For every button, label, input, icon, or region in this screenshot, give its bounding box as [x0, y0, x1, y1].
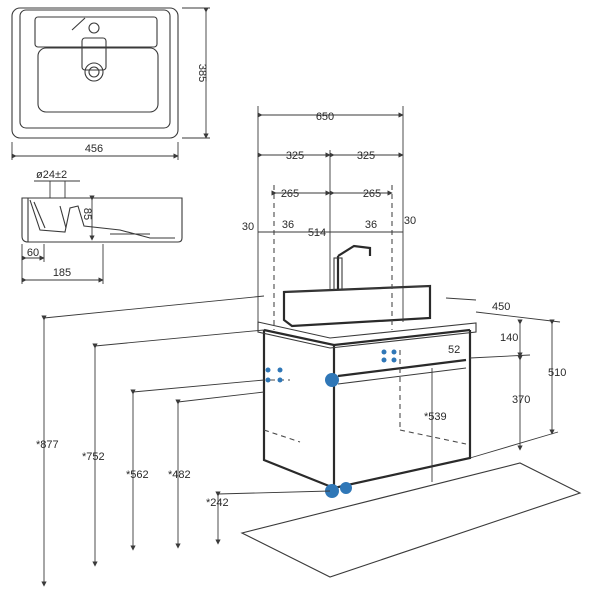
dim-right-325: 325 — [357, 150, 375, 162]
dim-482: *482 — [168, 469, 191, 481]
dim-left-325: 325 — [286, 150, 304, 162]
mount-point-lower-right — [340, 482, 352, 494]
dim-right-30: 30 — [404, 215, 416, 227]
dim-depth-450: 450 — [492, 301, 510, 313]
dim-877: *877 — [36, 439, 59, 451]
dim-752: *752 — [82, 451, 105, 463]
dim-140: 140 — [500, 332, 518, 344]
basin-width-label: 456 — [85, 143, 103, 155]
cabinet-drawing: 650 325 325 265 265 30 36 514 36 30 450 … — [36, 106, 582, 587]
basin-section-view: ø24±2 85 60 185 — [21, 169, 183, 284]
mount-point-lower-left — [325, 484, 339, 498]
dim-514: 514 — [308, 227, 326, 239]
dim-left-265: 265 — [281, 188, 299, 200]
section-depth-label: 185 — [53, 267, 71, 279]
dim-left-36: 36 — [282, 219, 294, 231]
dim-510: 510 — [548, 367, 566, 379]
mount-point-upper — [325, 373, 339, 387]
dim-52: 52 — [448, 344, 460, 356]
dim-left-30: 30 — [242, 221, 254, 233]
dim-562: *562 — [126, 469, 149, 481]
dim-539: *539 — [424, 411, 447, 423]
basin-top-view: 456 385 — [11, 7, 210, 160]
dim-top-650: 650 — [316, 111, 334, 123]
dim-242: *242 — [206, 497, 229, 509]
dim-right-265: 265 — [363, 188, 381, 200]
dim-right-36: 36 — [365, 219, 377, 231]
basin-depth-label: 385 — [196, 64, 208, 82]
dim-370: 370 — [512, 394, 530, 406]
section-height-label: 85 — [81, 208, 93, 220]
section-offset-label: 60 — [27, 247, 39, 259]
hole-diameter-label: ø24±2 — [36, 169, 67, 181]
